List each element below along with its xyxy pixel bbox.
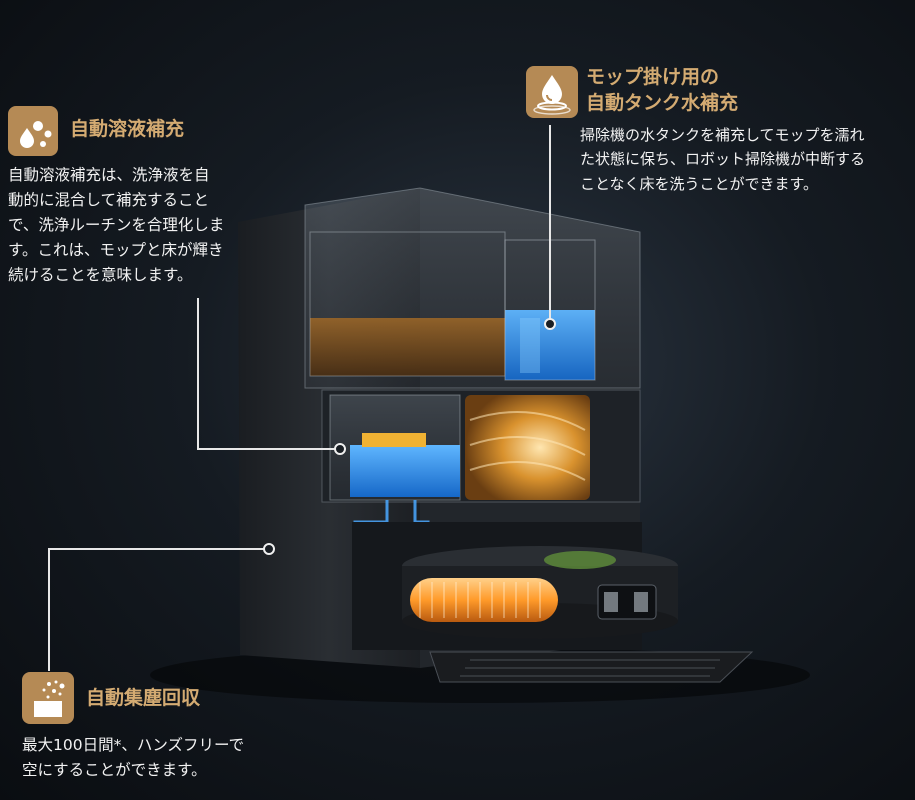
water-desc-line: た状態に保ち、ロボット掃除機が中断する (580, 150, 866, 169)
water-title-line: 自動タンク水補充 (586, 91, 739, 114)
water-title-line: モップ掛け用の (586, 66, 720, 88)
solution-desc-line: 自動溶液補充は、洗浄液を自 (8, 166, 210, 184)
solution-desc-line: で、洗浄ルーチンを合理化しま (8, 216, 225, 235)
dust-feature-title: 自動集塵回収 (86, 687, 201, 709)
solution-desc-line: 動的に混合して補充すること (8, 191, 210, 210)
solution-desc-line: 続けることを意味します。 (8, 266, 193, 285)
dust-leader-horizontal (48, 548, 266, 550)
dust-feature-desc: 最大100日間*、ハンズフリーで 空にすることができます。 (22, 733, 244, 783)
solution-feature-title: 自動溶液補充 (70, 118, 185, 140)
water-desc-line: ことなく床を洗うことができます。 (580, 174, 819, 193)
dust-desc-line: 最大100日間*、ハンズフリーで (22, 736, 245, 754)
water-leader-vertical (549, 125, 551, 323)
water-feature-desc: 掃除機の水タンクを補充してモップを濡れ た状態に保ち、ロボット掃除機が中断する … (580, 123, 865, 196)
solution-leader-horizontal (197, 448, 337, 450)
dust-leader-vertical (48, 549, 50, 671)
water-drop-icon (526, 66, 578, 118)
water-leader-dot (544, 318, 556, 330)
water-desc-line: 掃除機の水タンクを補充してモップを濡れ (580, 126, 865, 144)
solution-desc-line: す。これは、モップと床が輝き (8, 241, 224, 260)
solution-leader-dot (334, 443, 346, 455)
dust-desc-line: 空にすることができます。 (22, 761, 207, 780)
dust-leader-dot (263, 543, 275, 555)
solution-feature-desc: 自動溶液補充は、洗浄液を自 動的に混合して補充すること で、洗浄ルーチンを合理化… (8, 163, 224, 289)
water-feature-title: モップ掛け用の 自動タンク水補充 (586, 65, 738, 116)
dust-bin-icon (22, 672, 74, 724)
droplets-icon (8, 106, 58, 156)
solution-leader-vertical (197, 298, 199, 449)
